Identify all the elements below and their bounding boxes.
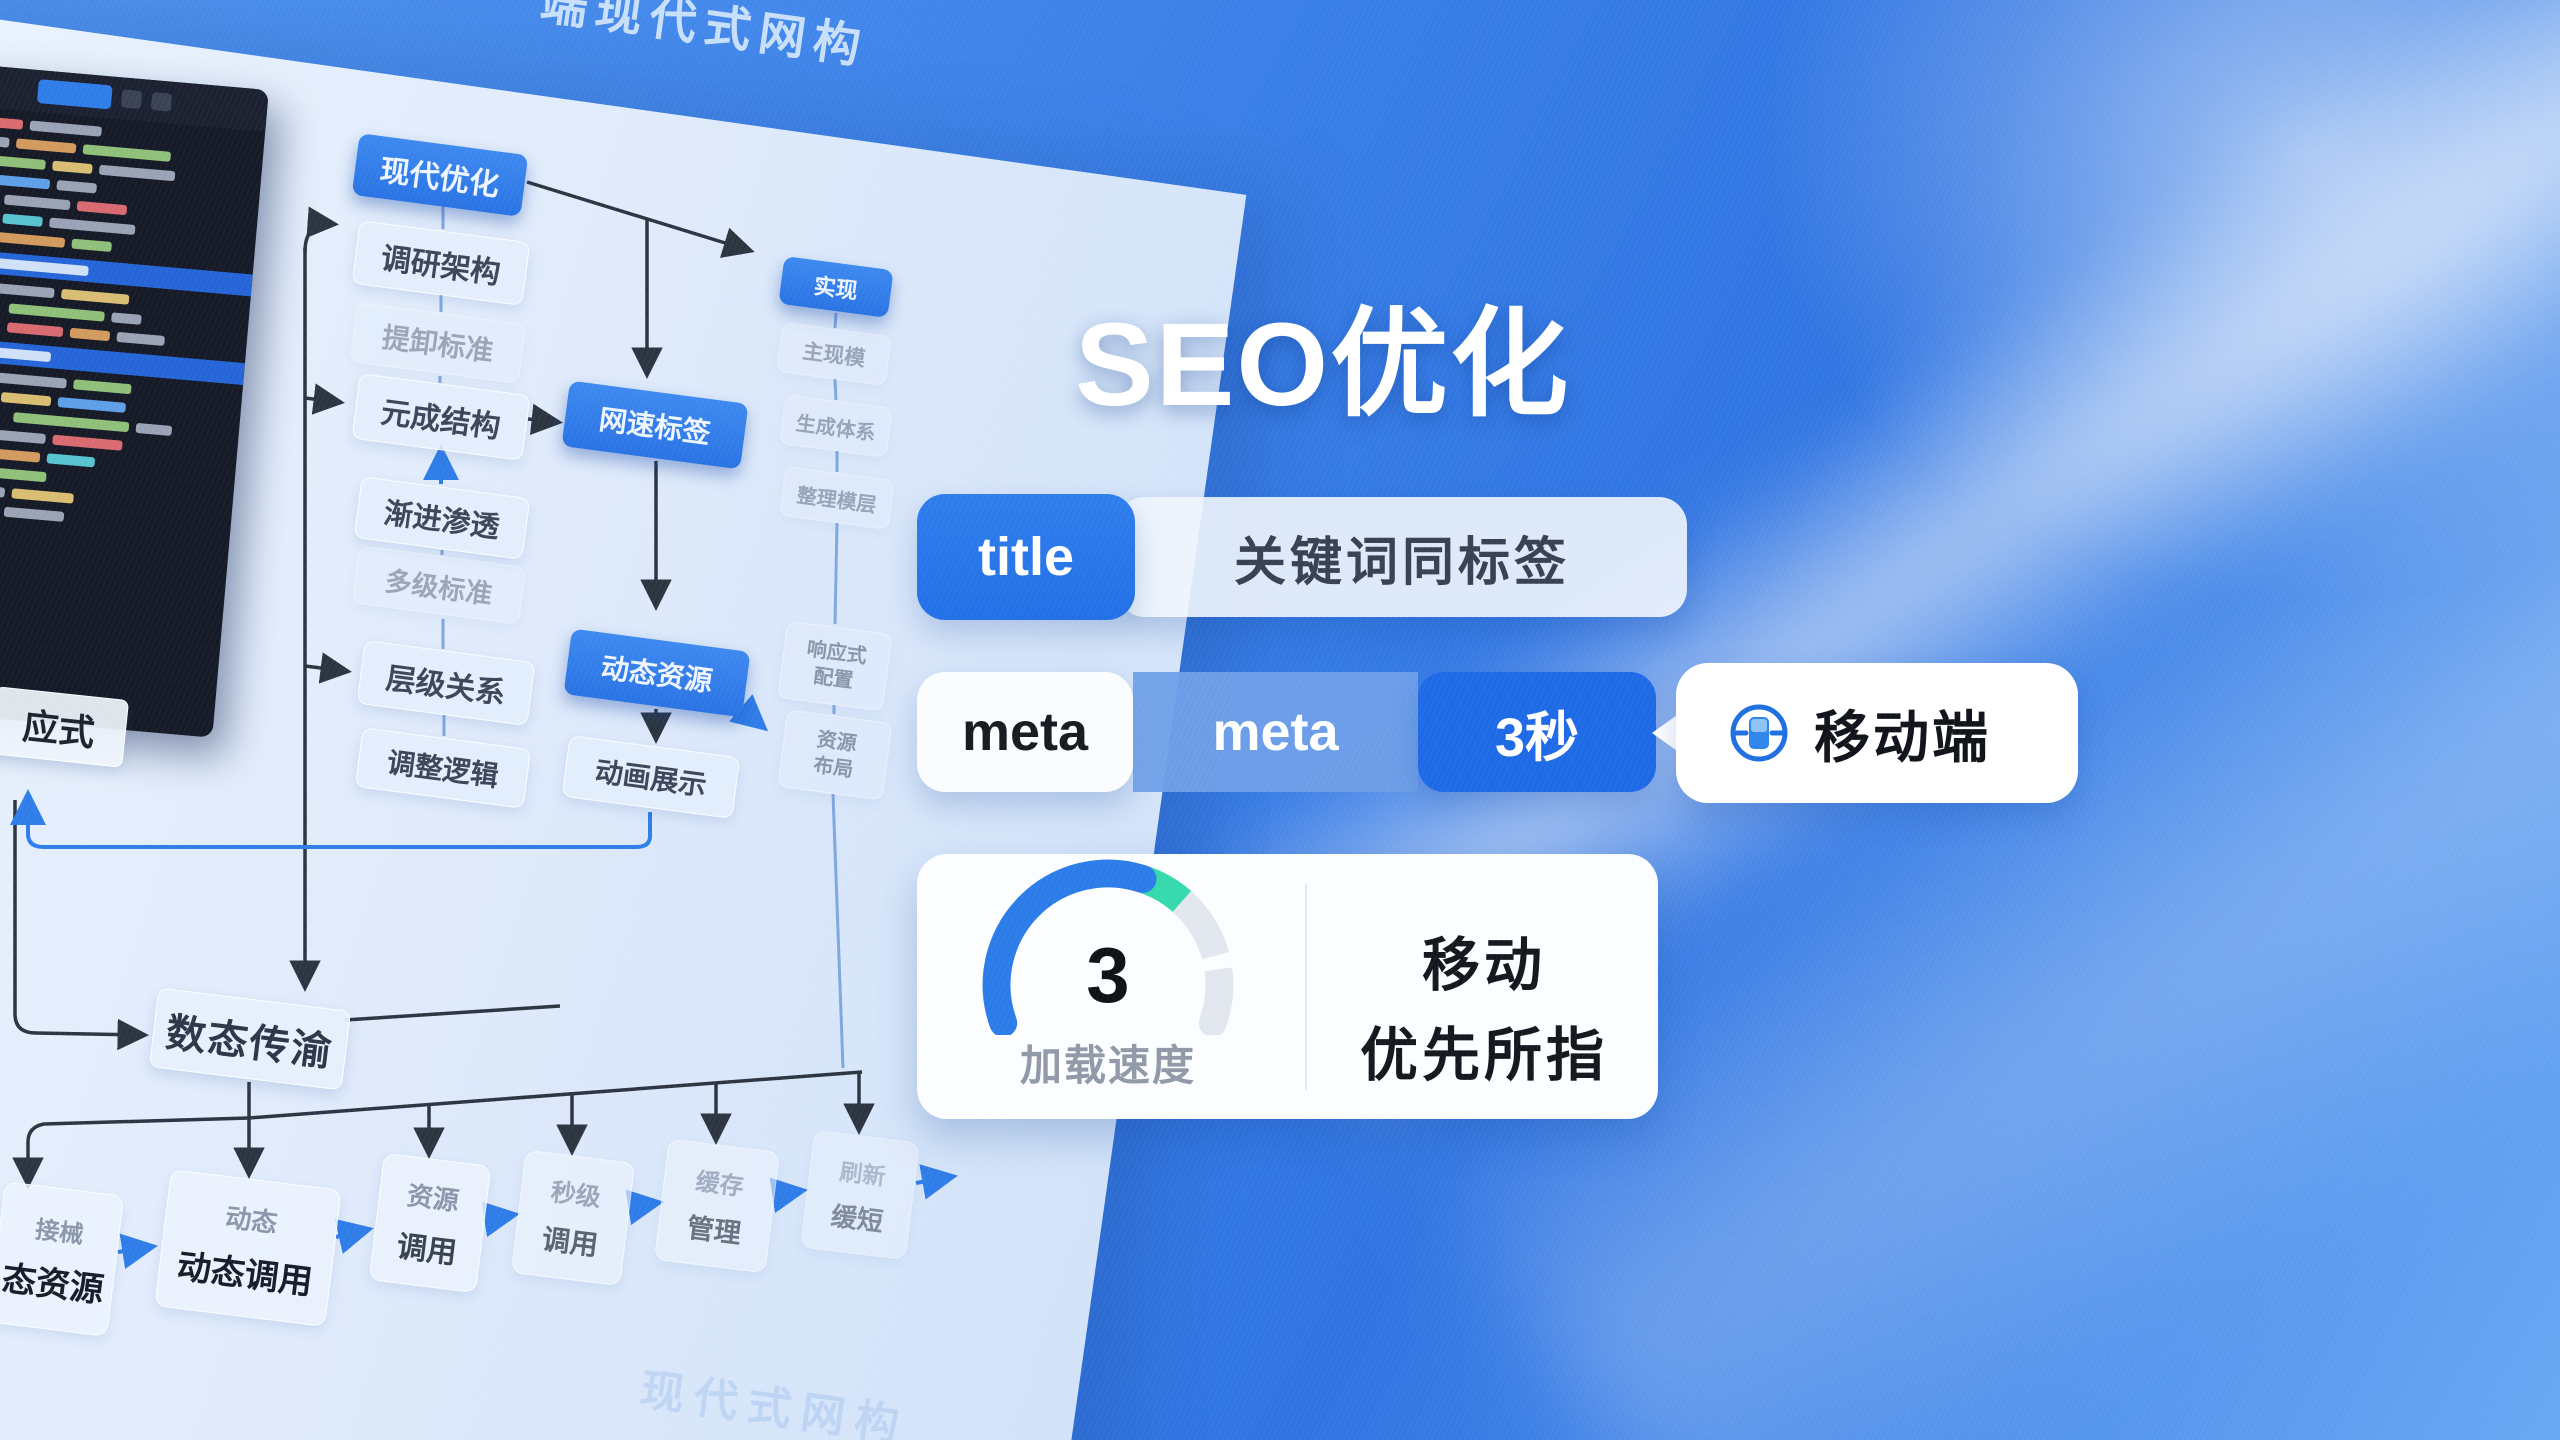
flow-node: 动态 动态调用 [154, 1169, 342, 1327]
mobile-bubble: 移动端 [1676, 663, 2078, 803]
flow-node: 接械 态资源 [0, 1181, 125, 1337]
flow-node-label: 动态资源 [599, 651, 715, 698]
flow-node-label: 动态 [223, 1202, 280, 1239]
meta-label: meta [961, 702, 1089, 762]
page-title: SEO优化 [1075, 299, 1571, 431]
flow-node: 缓存 管理 [653, 1138, 781, 1274]
seconds-badge: 3秒 [1418, 672, 1656, 792]
flow-node-label: 应式 [20, 705, 97, 754]
flow-node-label: 网速标签 [597, 403, 713, 450]
flow-node-label: 现代优化 [377, 154, 502, 203]
meta-label: meta [1212, 702, 1339, 762]
flow-node-label: 调用 [394, 1229, 459, 1270]
title-tag-label: title [977, 527, 1074, 587]
flow-node-label: 数态传渝 [163, 1010, 336, 1076]
meta-segment-mid: meta [1133, 672, 1418, 792]
flow-node-label: 缓存 [694, 1168, 746, 1201]
flow-node-label: 渐进渗透 [382, 497, 502, 545]
title-tag-badge: title [917, 494, 1135, 620]
flow-node-label: 布局 [812, 754, 855, 782]
flow-node-label: 刷新 [838, 1157, 888, 1190]
mobile-device-icon [1730, 704, 1788, 762]
flow-node-label: 动态调用 [174, 1247, 315, 1302]
flow-node-label: 调用 [540, 1223, 600, 1262]
flow-node-label: 提卸标准 [380, 321, 496, 368]
flow-node-label: 元成结构 [378, 396, 503, 445]
flow-node-label: 调研架构 [378, 242, 503, 291]
flow-node-label: 实现 [812, 273, 860, 304]
seconds-label: 3秒 [1494, 707, 1580, 768]
speed-gauge [982, 859, 1238, 1035]
card-text-line: 移动 [1421, 933, 1546, 998]
flow-node-label: 动画展示 [593, 755, 709, 802]
gauge-value: 3 [1086, 931, 1130, 1019]
meta-segment-white: meta [917, 672, 1133, 792]
flow-node-label: 态资源 [0, 1259, 106, 1310]
flow-node-label: 生成体系 [794, 412, 877, 445]
flow-node-label: 秒级 [549, 1178, 603, 1213]
flow-node-label: 整理模层 [795, 484, 878, 517]
card-text-line: 优先所指 [1359, 1023, 1608, 1088]
flow-node: 刷新 缓短 [800, 1129, 920, 1261]
flow-node-label: 配置 [812, 665, 855, 693]
flow-node-label: 缓短 [829, 1200, 885, 1237]
keyword-tag-pill: 关键词同标签 [1117, 497, 1687, 617]
flow-node: 资源 布局 [777, 709, 893, 801]
flow-node-label: 资源 [405, 1179, 461, 1216]
gauge-label: 加载速度 [1019, 1042, 1196, 1089]
flow-node-label: 主现模 [801, 339, 867, 372]
flow-node: 响应式 配置 [777, 620, 893, 712]
flow-node-label: 调整逻辑 [385, 746, 501, 793]
mobile-bubble-label: 移动端 [1814, 705, 1991, 769]
card-divider [1305, 884, 1307, 1090]
flow-side-pill: 应式 [0, 686, 130, 768]
keyword-tag-label: 关键词同标签 [1233, 533, 1570, 592]
flow-node-label: 接械 [33, 1216, 85, 1250]
flow-node-label: 多级标准 [383, 565, 495, 610]
corner-glow [1760, 0, 2560, 600]
bubble-tail [1652, 713, 1680, 753]
flow-node-label: 管理 [685, 1212, 743, 1249]
flow-node: 资源 调用 [368, 1152, 492, 1294]
flow-node-label: 层级关系 [383, 662, 508, 711]
flow-node: 秒级 调用 [510, 1149, 636, 1287]
